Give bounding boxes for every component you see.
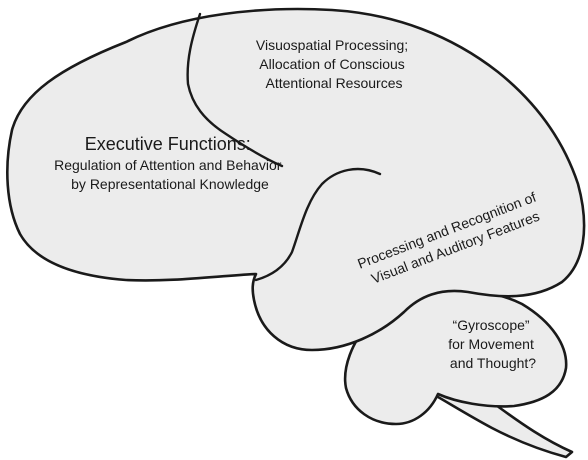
- frontal-label: Executive Functions: Regulation of Atten…: [54, 134, 286, 192]
- parietal-line-1: Visuospatial Processing;: [256, 37, 408, 53]
- frontal-heading: Executive Functions:: [85, 134, 251, 154]
- cerebellum: [343, 289, 568, 426]
- central-sulcus: [186, 12, 284, 168]
- cerebrum: [6, 7, 586, 352]
- lateral-fissure: [254, 167, 382, 282]
- parietal-label: Visuospatial Processing; Allocation of C…: [256, 37, 412, 91]
- parietal-line-3: Attentional Resources: [266, 75, 403, 91]
- cerebellum-line-1: “Gyroscope”: [453, 317, 530, 333]
- cerebellum-line-3: and Thought?: [450, 355, 536, 371]
- cerebellum-label: “Gyroscope” for Movement and Thought?: [448, 317, 537, 371]
- parietal-line-2: Allocation of Conscious: [259, 56, 405, 72]
- cerebellum-line-2: for Movement: [448, 336, 534, 352]
- frontal-line-1: Regulation of Attention and Behavior: [54, 157, 282, 173]
- frontal-line-2: by Representational Knowledge: [71, 176, 269, 192]
